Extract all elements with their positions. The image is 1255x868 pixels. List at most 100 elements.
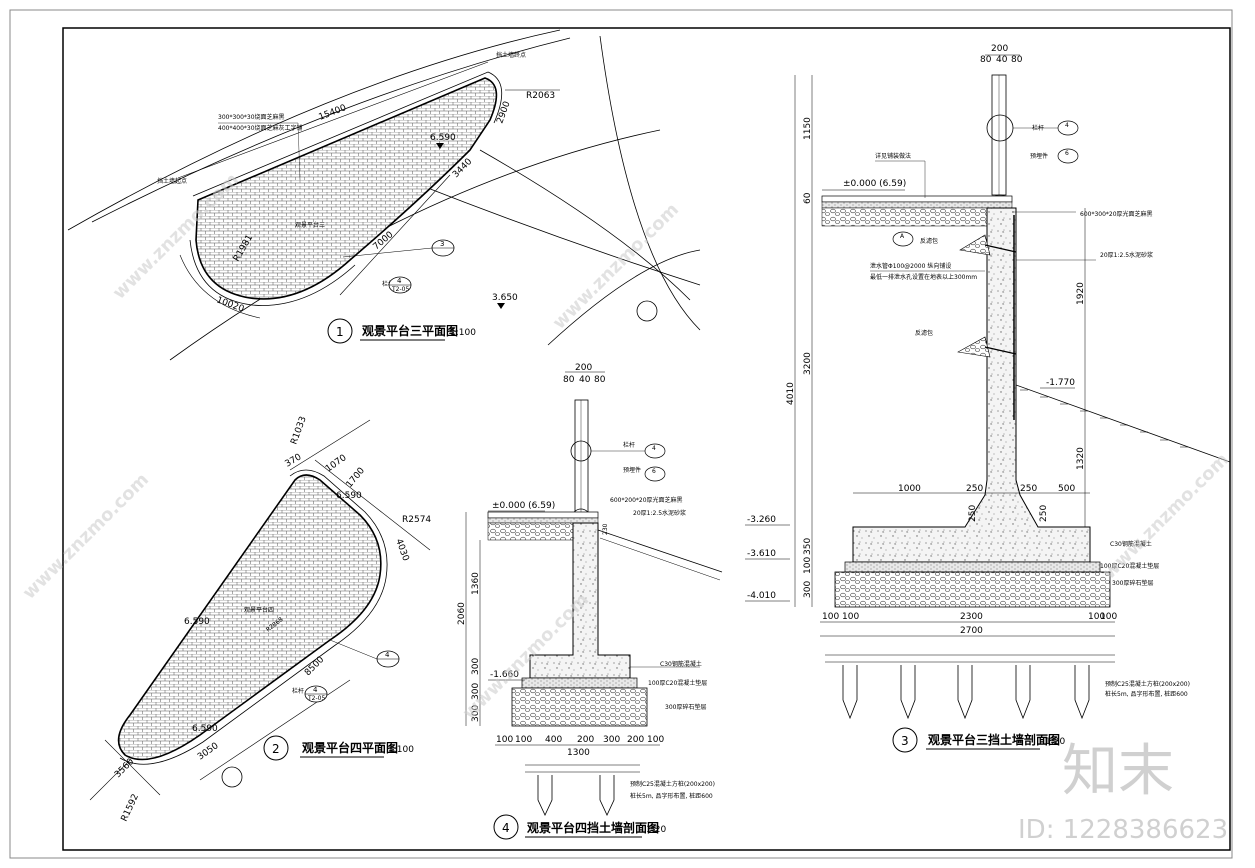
s4-dim-200: 200 [575, 363, 592, 373]
s4-label-gravel: 300厚碎石垫层 [665, 703, 706, 711]
svg-text:4: 4 [397, 277, 402, 285]
s3-dim-b2: 100 [842, 612, 859, 622]
dim-2900: 2900 [495, 100, 512, 125]
s3-label-embed: 预埋件 [1030, 152, 1048, 160]
svg-text:A: A [900, 233, 905, 240]
svg-text:T2-05: T2-05 [391, 286, 409, 293]
s4-dim-b3: 400 [545, 735, 562, 745]
id-watermark: ID: 1228386623 [1018, 815, 1228, 845]
s3-label-c30: C30钢筋混凝土 [1110, 540, 1152, 548]
s3-dim-4010: 4010 [786, 382, 796, 405]
s4-dim-80a: 80 [563, 375, 575, 385]
label-railing-p4: 栏杆 [292, 687, 304, 695]
s4-title-num: 4 [502, 821, 510, 835]
s4-title: 观景平台四挡土墙剖面图 [527, 820, 659, 835]
elev-6590-p3: 6.590 [430, 133, 456, 143]
s3-elev-4010: -4.010 [747, 591, 776, 601]
plan3-scale: 1:100 [450, 328, 476, 338]
plan3-title-num: 1 [336, 325, 344, 339]
s4-label-cap: 600*200*20厚光面芝麻黑 [610, 496, 683, 504]
s3-dim-250d: 250 [1039, 505, 1049, 522]
s3-title-num: 3 [901, 734, 909, 748]
section-platform-3: 200 80 40 80 1150 [745, 44, 1231, 753]
label-platform-4: 观景平台四 [244, 606, 274, 614]
s4-label-pile: 预制C25混凝土方桩(200x200) [630, 780, 715, 788]
svg-text:www.znzmo.com: www.znzmo.com [549, 199, 683, 333]
s3-label-paving-ref: 详见铺装做法 [875, 152, 911, 160]
s4-elev-1660: -1.660 [490, 670, 519, 680]
s3-dim-2300: 2300 [960, 612, 983, 622]
s3-dim-b4: 100 [1088, 612, 1105, 622]
s4-label-pile-spec: 桩长5m, 品字形布置, 桩距600 [630, 792, 713, 800]
s4-dim-b1: 100 [496, 735, 513, 745]
s4-label-c30: C30钢筋混凝土 [660, 660, 702, 668]
s4-dim-1360: 1360 [471, 572, 481, 595]
s3-dim-350: 350 [803, 538, 813, 555]
svg-text:www.znzmo.com: www.znzmo.com [19, 469, 153, 603]
svg-text:6: 6 [652, 468, 656, 475]
s3-label-pile-spec: 桩长5m, 品字形布置, 桩距600 [1105, 690, 1188, 698]
dim-1700: 1700 [345, 466, 368, 490]
s4-dim-2060: 2060 [457, 602, 467, 625]
svg-text:4: 4 [313, 686, 318, 694]
s4-dim-b5: 300 [603, 735, 620, 745]
s3-title: 观景平台三挡土墙剖面图 [928, 732, 1060, 747]
s3-dim-1000: 1000 [898, 484, 921, 494]
s4-dim-80b: 80 [594, 375, 606, 385]
svg-text:www.znzmo.com: www.znzmo.com [1099, 449, 1233, 583]
s4-dim-b6: 200 [627, 735, 644, 745]
s3-label-mortar: 20厚1:2.5水泥砂浆 [1100, 251, 1153, 259]
s3-scale: 1:20 [1045, 737, 1065, 747]
callout-detail-4-p3: 4 T2-05 [388, 276, 412, 294]
platform-3-paving [195, 77, 498, 300]
s4-dim-300a: 300 [471, 658, 481, 675]
s4-dim-230: 230 [602, 523, 609, 535]
elev-3650: 3.650 [492, 293, 518, 303]
label-platform-3: 观景平台三 [295, 221, 325, 229]
s3-elev-3610: -3.610 [747, 549, 776, 559]
svg-text:6: 6 [1065, 150, 1069, 157]
s3-dim-250a: 250 [966, 484, 983, 494]
s3-dim-40: 40 [996, 55, 1008, 65]
s3-label-filter-a: 反滤包 [920, 237, 938, 245]
elev-6590-p4a: 6.590 [336, 491, 362, 501]
dim-r2063: R2063 [526, 91, 555, 101]
s3-dim-80a: 80 [980, 55, 992, 65]
s3-dim-60: 60 [803, 192, 813, 204]
s4-dim-40: 40 [579, 375, 591, 385]
callout-section-4: 4 [329, 639, 400, 668]
s3-dim-1320: 1320 [1076, 447, 1086, 470]
plan-platform-3: 15400 R2063 2900 3440 7000 R1981 10020 3… [67, 29, 701, 361]
plan3-title: 观景平台三平面图 [362, 323, 458, 338]
s3-label-gravel: 300厚碎石垫层 [1112, 579, 1153, 587]
label-paving-1: 300*300*30烧面芝麻黑 [218, 113, 285, 121]
drawing-frame [62, 27, 1231, 851]
label-wall-start: 挡土墙起点 [157, 177, 187, 185]
s3-elev-1770: -1.770 [1046, 378, 1075, 388]
dim-4030: 4030 [393, 538, 410, 563]
plan4-title: 观景平台四平面图 [302, 740, 398, 755]
svg-text:4: 4 [385, 651, 390, 659]
s3-label-c20: 100厚C20混凝土垫层 [1100, 562, 1159, 570]
label-wall-end: 挡土墙终点 [496, 51, 526, 59]
s3-dim-b1: 100 [822, 612, 839, 622]
s3-elev-0: ±0.000 (6.59) [843, 179, 906, 189]
s3-label-drain-note: 最低一排泄水孔设置在地表以上300mm [870, 273, 977, 281]
s4-dim-300b: 300 [471, 683, 481, 700]
elev-6590-p4c: 6.590 [192, 724, 218, 734]
s3-label-pile: 预制C25混凝土方桩(200x200) [1105, 680, 1190, 688]
s4-scale: 1:20 [646, 825, 666, 835]
dim-r1033: R1033 [289, 415, 308, 446]
brand-logo: 知末 [1062, 739, 1174, 804]
plan4-title-num: 2 [272, 742, 280, 756]
plan4-scale: 1:100 [388, 745, 414, 755]
dim-370: 370 [284, 452, 304, 469]
s3-dim-b5: 100 [1100, 612, 1117, 622]
label-paving-2: 400*400*30烧面芝麻灰工字铺 [218, 124, 303, 132]
s3-dim-3200: 3200 [803, 352, 813, 375]
s3-label-filter-b: 反滤包 [915, 329, 933, 337]
s4-label-embed: 预埋件 [623, 466, 641, 474]
s4-label-c20: 100厚C20混凝土垫层 [648, 679, 707, 687]
s4-label-mortar: 20厚1:2.5水泥砂浆 [633, 509, 686, 517]
s3-dim-250c: 250 [968, 505, 978, 522]
